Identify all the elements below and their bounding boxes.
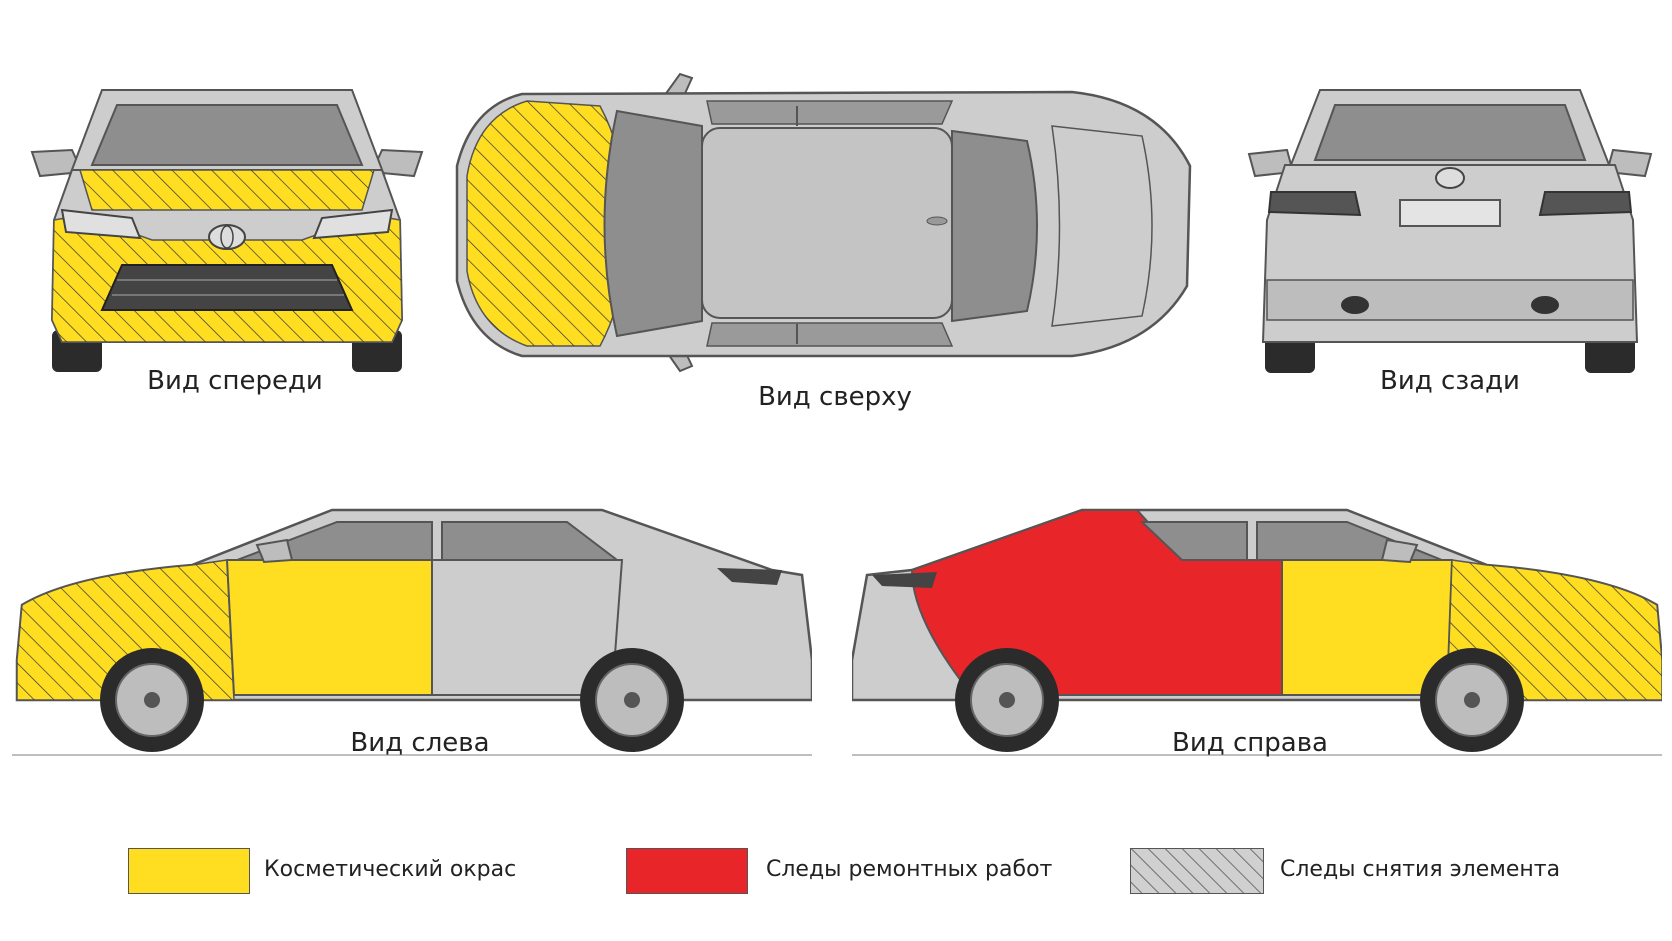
front-view-label: Вид спереди [147,366,323,396]
legend-repair-swatch [626,848,748,894]
left-view-label: Вид слева [350,728,490,758]
top-view-label: Вид сверху [758,382,912,412]
license-plate [1399,199,1501,227]
right-headlight [312,208,394,240]
brand-logo-icon [208,224,246,250]
top-antenna [926,216,948,226]
rear-right-taillight [1538,191,1633,217]
hood-removal-hatch [80,170,374,210]
grille [100,264,354,311]
top-view [452,66,1212,386]
rear-window [1313,104,1587,161]
rear-view [1245,80,1655,380]
left-front-door [225,559,433,696]
top-roof [701,127,953,319]
top-side-window-right [706,322,954,347]
front-view [22,80,432,380]
rear-brand-logo-icon [1435,167,1465,189]
top-rear-window [951,129,1038,323]
top-trunk [1051,125,1153,327]
top-side-window-left [706,100,954,125]
left-view [12,500,812,760]
left-headlight [60,208,142,240]
right-exhaust [1531,296,1559,314]
rear-left-tire [1265,335,1315,373]
rear-left-taillight [1267,191,1362,217]
legend-cosmetic-label: Косметический окрас [264,857,517,882]
left-exhaust [1341,296,1369,314]
right-view-label: Вид справа [1172,728,1328,758]
legend-removal-label: Следы снятия элемента [1280,857,1561,882]
right-side-mirror [1380,538,1419,564]
right-rear-window [1139,521,1248,561]
right-front-door [1281,559,1454,696]
top-windshield [603,109,703,338]
rear-view-label: Вид сзади [1380,366,1520,396]
top-hood-hatch [467,101,627,346]
right-view [852,500,1662,760]
legend-repair-label: Следы ремонтных работ [766,857,1053,882]
windshield [90,104,364,166]
legend-removal-swatch [1130,848,1264,894]
rear-right-tire [1585,335,1635,373]
legend-cosmetic-swatch [128,848,250,894]
left-side-mirror [255,538,294,564]
